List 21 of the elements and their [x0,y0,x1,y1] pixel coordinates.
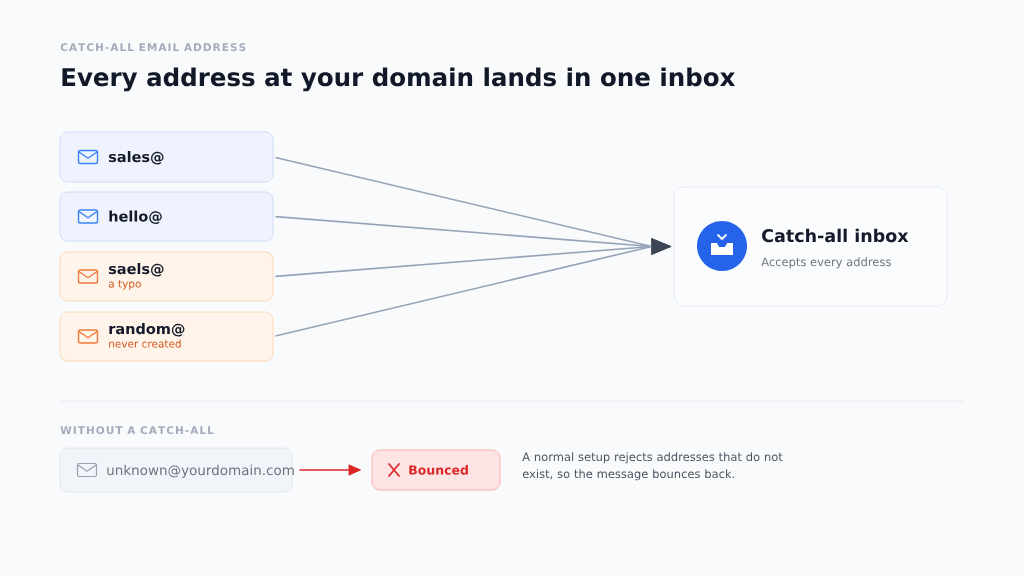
address-text: sales@ [108,151,164,165]
note-text: never created [109,339,181,348]
address-text: random@ [109,323,185,337]
address-box [59,251,274,302]
address-box [59,311,274,362]
status-badge [371,449,501,491]
address-text: unknown@yourdomain.com [107,464,294,478]
status-text: Bounced [409,465,468,475]
note-text: A normal setup rejects addresses that do not exist, so the message bounces back. [522,452,783,481]
section-label: CATCH-ALL EMAIL ADDRESS [60,43,246,52]
address-text: saels@ [108,263,164,277]
card-text: Accepts every address [761,257,891,269]
inbox-card [673,186,948,307]
card-title: Catch-all inbox [762,228,909,243]
address-text: hello@ [109,210,162,225]
title: Every address at your domain lands in one inbox [62,67,736,92]
section-label: WITHOUT A CATCH-ALL [60,426,214,435]
address-box [59,447,294,493]
address-box [59,131,274,183]
note-text: a typo [108,280,141,290]
address-box [59,191,274,242]
